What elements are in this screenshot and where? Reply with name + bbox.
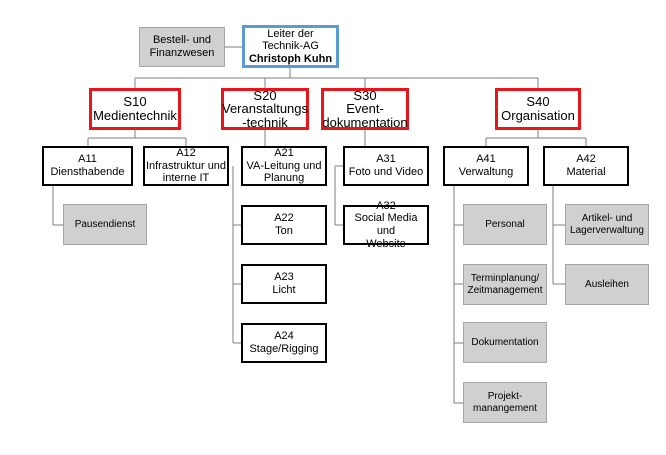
sub-ausleihen-line1: Ausleihen bbox=[585, 278, 629, 290]
area-a23: A23 Licht bbox=[241, 264, 327, 304]
sub-ausleihen: Ausleihen bbox=[565, 264, 649, 305]
sub-personal-line1: Personal bbox=[485, 218, 525, 230]
area-a11: A11 Diensthabende bbox=[42, 146, 133, 186]
staff-box: Bestell- und Finanzwesen bbox=[139, 27, 225, 67]
section-s30-line2: Event- bbox=[346, 101, 384, 117]
area-a21-line3: Planung bbox=[263, 172, 305, 185]
section-s30: S30 Event- dokumentation bbox=[321, 88, 409, 130]
area-a21-line1: A21 bbox=[274, 147, 294, 160]
area-a31-line1: A31 bbox=[376, 153, 396, 166]
area-a41: A41 Verwaltung bbox=[443, 146, 529, 186]
area-a42-line2: Material bbox=[566, 166, 606, 178]
section-s30-line3: dokumentation bbox=[322, 114, 408, 130]
area-a32-line3: Website bbox=[366, 237, 406, 250]
area-a23-line1: A23 bbox=[274, 271, 294, 284]
sub-pausendienst: Pausendienst bbox=[63, 204, 147, 245]
area-a32-line2: Social Media und bbox=[354, 212, 418, 237]
sub-artikel-line1: Artikel- und bbox=[581, 213, 633, 224]
staff-line1: Bestell- und bbox=[152, 34, 212, 47]
area-a12-line2: Infrastruktur und bbox=[145, 159, 227, 172]
sub-projektmanagement-line2: manangement bbox=[473, 402, 537, 414]
area-a24-line2: Stage/Rigging bbox=[249, 343, 319, 355]
head-line1: Leiter der bbox=[267, 27, 314, 40]
sub-dokumentation-line1: Dokumentation bbox=[471, 336, 539, 348]
area-a23-line2: Licht bbox=[272, 284, 296, 296]
head-line2: Technik-AG bbox=[262, 40, 319, 53]
area-a21-line2: VA-Leitung und bbox=[246, 159, 322, 172]
sub-artikel-line2: Lagerverwaltung bbox=[570, 224, 644, 236]
area-a41-line2: Verwaltung bbox=[458, 166, 514, 178]
staff-line2: Finanzwesen bbox=[149, 47, 215, 59]
area-a11-line2: Diensthabende bbox=[50, 166, 125, 178]
section-s30-line1: S30 bbox=[353, 87, 377, 103]
section-s20-line1: S20 bbox=[253, 87, 277, 103]
area-a42-line1: A42 bbox=[576, 153, 596, 166]
area-a42: A42 Material bbox=[543, 146, 629, 186]
section-s20-line2: Veranstaltungs bbox=[222, 101, 309, 117]
area-a41-line1: A41 bbox=[476, 153, 496, 166]
sub-personal: Personal bbox=[463, 204, 547, 245]
sub-dokumentation: Dokumentation bbox=[463, 322, 547, 363]
section-s40-line2: Organisation bbox=[501, 108, 575, 123]
section-s40: S40 Organisation bbox=[495, 88, 581, 130]
area-a22-line2: Ton bbox=[275, 225, 293, 237]
area-a24: A24 Stage/Rigging bbox=[241, 323, 327, 363]
sub-terminplanung: Terminplanung/ Zeitmanagement bbox=[463, 264, 547, 305]
area-a12-line3: interne IT bbox=[162, 172, 210, 185]
section-s20: S20 Veranstaltungs -technik bbox=[221, 88, 309, 130]
sub-artikel: Artikel- und Lagerverwaltung bbox=[565, 204, 649, 245]
area-a24-line1: A24 bbox=[274, 330, 294, 343]
sub-projektmanagement-line1: Projekt- bbox=[487, 391, 523, 402]
sub-pausendienst-line1: Pausendienst bbox=[74, 218, 136, 230]
section-s10-line1: S10 bbox=[123, 94, 147, 110]
area-a11-line1: A11 bbox=[78, 153, 97, 166]
section-s10: S10 Medientechnik bbox=[89, 88, 181, 130]
area-a32: A32 Social Media und Website bbox=[343, 200, 429, 250]
section-s20-line3: -technik bbox=[242, 114, 288, 130]
section-s10-line2: Medientechnik bbox=[93, 108, 177, 123]
area-a22: A22 Ton bbox=[241, 205, 327, 245]
sub-terminplanung-line1: Terminplanung/ bbox=[470, 273, 540, 284]
area-a12-line1: A12 bbox=[176, 147, 196, 160]
sub-projektmanagement: Projekt- manangement bbox=[463, 382, 547, 423]
area-a31-line2: Foto und Video bbox=[348, 166, 424, 178]
area-a31: A31 Foto und Video bbox=[343, 146, 429, 186]
area-a12: A12 Infrastruktur und interne IT bbox=[143, 146, 229, 186]
head-box: Leiter der Technik-AG Christoph Kuhn bbox=[242, 25, 339, 68]
area-a22-line1: A22 bbox=[274, 212, 294, 225]
sub-terminplanung-line2: Zeitmanagement bbox=[467, 284, 543, 296]
area-a32-line1: A32 bbox=[376, 199, 396, 212]
section-s40-line1: S40 bbox=[526, 94, 550, 110]
head-line3: Christoph Kuhn bbox=[248, 52, 333, 65]
area-a21: A21 VA-Leitung und Planung bbox=[241, 146, 327, 186]
